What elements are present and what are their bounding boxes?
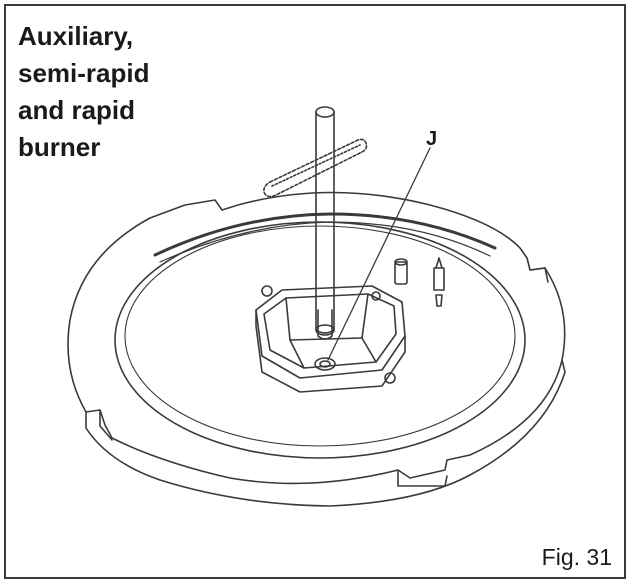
outer-ring-plate <box>67 191 566 507</box>
center-cup <box>255 285 406 393</box>
wrench-handle <box>263 138 368 198</box>
socket-wrench <box>315 106 335 340</box>
title-line: and rapid <box>18 95 136 125</box>
injector-j <box>314 357 336 371</box>
callout-label-j: J <box>426 128 438 150</box>
spark-plug-pin <box>394 258 408 285</box>
figure-label: Fig. 31 <box>541 544 612 570</box>
fixing-screws <box>261 285 396 384</box>
title-line: semi-rapid <box>18 58 150 88</box>
title-line: Auxiliary, <box>18 21 134 51</box>
inner-rim <box>114 212 526 459</box>
thermocouple-pin <box>433 257 445 307</box>
figure-title: Auxiliary, semi-rapid and rapid burner <box>18 18 150 166</box>
callout-leader-line <box>327 147 431 361</box>
title-line: burner <box>18 132 101 162</box>
